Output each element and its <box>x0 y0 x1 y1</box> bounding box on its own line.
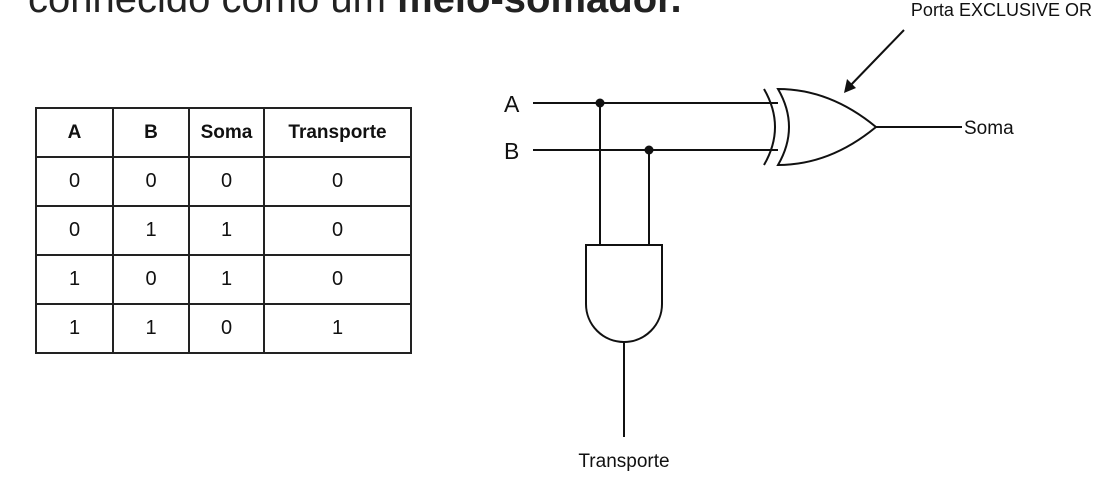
table-row: 0 0 0 0 <box>35 156 412 207</box>
table-cell: 1 <box>35 303 114 354</box>
table-cell: 0 <box>263 254 412 305</box>
table-cell: 1 <box>112 205 190 256</box>
header-soma: Soma <box>188 107 265 158</box>
table-cell: 1 <box>188 205 265 256</box>
table-cell: 0 <box>188 156 265 207</box>
table-cell: 0 <box>112 254 190 305</box>
xor-gate-label: Porta EXCLUSIVE OR <box>911 0 1092 20</box>
heading-text: conhecido como um <box>28 0 397 21</box>
table-cell: 1 <box>263 303 412 354</box>
output-label-soma: Soma <box>964 118 1014 139</box>
truth-table: A B Soma Transporte 0 0 0 0 0 1 1 0 1 0 … <box>35 107 412 354</box>
junction-dot-a <box>595 98 605 108</box>
xor-gate-extra-arc <box>763 88 776 166</box>
table-cell: 0 <box>188 303 265 354</box>
heading-emphasis: meio-somador. <box>397 0 682 21</box>
table-cell: 1 <box>112 303 190 354</box>
table-row: 1 1 0 1 <box>35 303 412 354</box>
and-gate <box>585 244 663 343</box>
table-cell: 1 <box>35 254 114 305</box>
xor-gate <box>776 87 878 167</box>
header-b: B <box>112 107 190 158</box>
junction-dot-b <box>644 145 654 155</box>
header-a: A <box>35 107 114 158</box>
input-label-b: B <box>504 138 519 164</box>
header-transporte: Transporte <box>263 107 412 158</box>
table-cell: 0 <box>35 205 114 256</box>
table-cell: 0 <box>263 156 412 207</box>
table-row: 0 1 1 0 <box>35 205 412 256</box>
slide-heading: conhecido como um meio-somador. <box>28 0 682 23</box>
table-cell: 0 <box>112 156 190 207</box>
table-cell: 1 <box>188 254 265 305</box>
input-label-a: A <box>504 91 520 117</box>
output-label-transporte: Transporte <box>578 451 669 472</box>
arrow-head-icon <box>844 79 856 93</box>
table-cell: 0 <box>263 205 412 256</box>
table-row: 1 0 1 0 <box>35 254 412 305</box>
table-cell: 0 <box>35 156 114 207</box>
xor-label-pointer <box>847 29 905 89</box>
truth-table-header-row: A B Soma Transporte <box>35 107 412 158</box>
